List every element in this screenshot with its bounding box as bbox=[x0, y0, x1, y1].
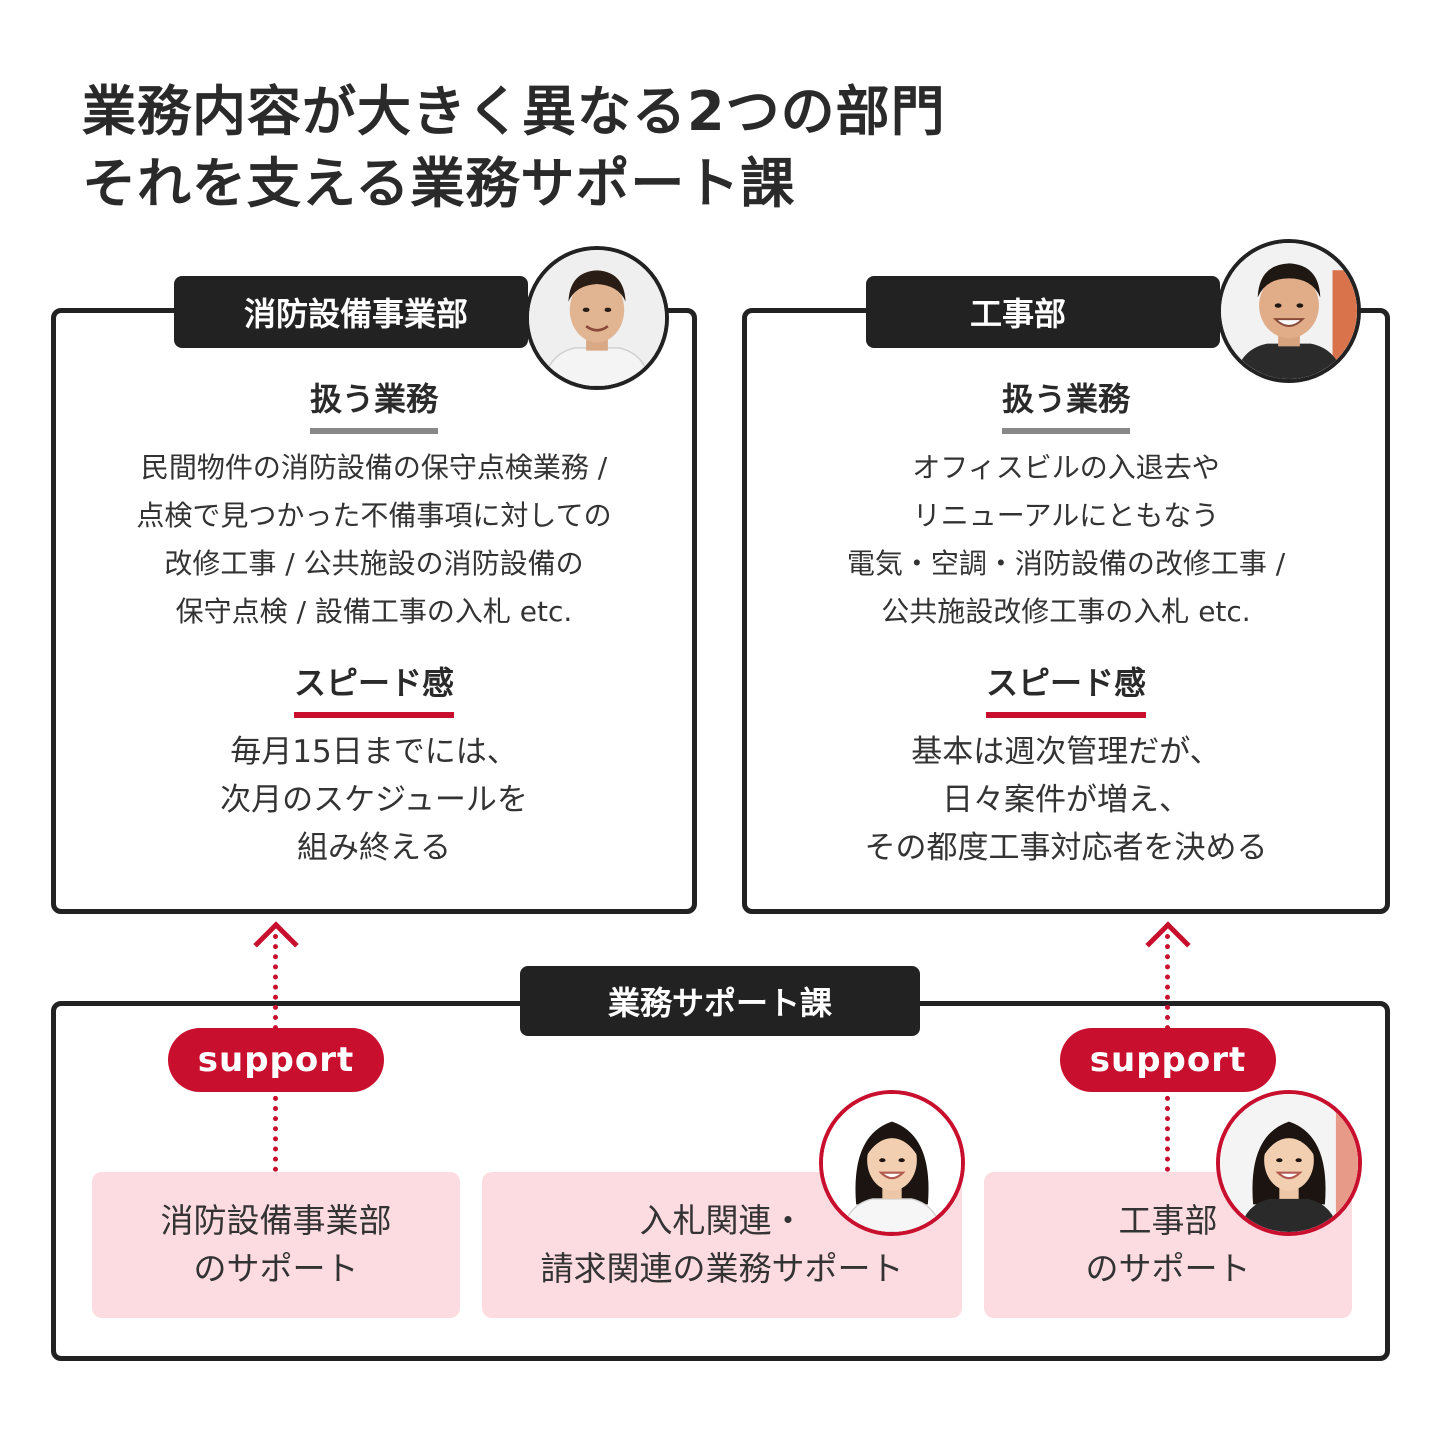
support-pill-right: support bbox=[1060, 1028, 1276, 1092]
woman-portrait-icon bbox=[819, 1090, 965, 1236]
construction-dept-label: 工事部 bbox=[866, 276, 1220, 348]
card-line: のサポート bbox=[1085, 1249, 1251, 1288]
man-portrait-icon bbox=[1217, 239, 1361, 383]
speed-heading: スピード感 bbox=[747, 658, 1385, 718]
woman-portrait-icon bbox=[1216, 1090, 1362, 1236]
tasks-text: 民間物件の消防設備の保守点検業務 / 点検で見つかった不備事項に対しての 改修工… bbox=[56, 444, 692, 636]
title-line-2: それを支える業務サポート課 bbox=[82, 152, 796, 215]
fire-equipment-dept-label: 消防設備事業部 bbox=[174, 276, 528, 348]
page-title: 業務内容が大きく異なる2つの部門 それを支える業務サポート課 bbox=[82, 76, 946, 220]
man-portrait-icon bbox=[525, 246, 669, 390]
construction-dept-box bbox=[742, 308, 1390, 914]
tasks-text: オフィスビルの入退去や リニューアルにともなう 電気・空調・消防設備の改修工事 … bbox=[747, 444, 1385, 636]
tasks-line: 改修工事 / 公共施設の消防設備の bbox=[164, 547, 584, 580]
speed-text: 毎月15日までには、 次月のスケジュールを 組み終える bbox=[56, 728, 692, 872]
card-line: 入札関連・ bbox=[639, 1201, 805, 1240]
speed-line: 組み終える bbox=[296, 830, 452, 866]
title-line-1: 業務内容が大きく異なる2つの部門 bbox=[82, 80, 946, 143]
tasks-line: 公共施設改修工事の入札 etc. bbox=[881, 595, 1251, 628]
card-line: 工事部 bbox=[1118, 1201, 1218, 1240]
speed-line: 次月のスケジュールを bbox=[220, 782, 528, 818]
tasks-line: リニューアルにともなう bbox=[912, 499, 1220, 532]
fire-equipment-dept-box bbox=[51, 308, 697, 914]
support-section-label: 業務サポート課 bbox=[520, 966, 920, 1036]
speed-text: 基本は週次管理だが、 日々案件が増え、 その都度工事対応者を決める bbox=[747, 728, 1385, 872]
support-pill-left: support bbox=[168, 1028, 384, 1092]
card-line: のサポート bbox=[193, 1249, 359, 1288]
tasks-line: 電気・空調・消防設備の改修工事 / bbox=[846, 547, 1286, 580]
tasks-line: 保守点検 / 設備工事の入札 etc. bbox=[175, 595, 573, 628]
tasks-heading: 扱う業務 bbox=[56, 374, 692, 434]
card-line: 消防設備事業部 bbox=[160, 1201, 392, 1240]
card-line: 請求関連の業務サポート bbox=[540, 1249, 904, 1288]
tasks-heading: 扱う業務 bbox=[747, 374, 1385, 434]
support-card-fire-equipment: 消防設備事業部 のサポート bbox=[92, 1172, 460, 1318]
tasks-line: 点検で見つかった不備事項に対しての bbox=[136, 499, 612, 532]
tasks-line: 民間物件の消防設備の保守点検業務 / bbox=[140, 451, 608, 484]
speed-line: 基本は週次管理だが、 bbox=[911, 734, 1221, 770]
speed-heading: スピード感 bbox=[56, 658, 692, 718]
speed-line: 毎月15日までには、 bbox=[230, 734, 518, 770]
support-card-construction: 工事部 のサポート bbox=[984, 1172, 1352, 1318]
speed-line: その都度工事対応者を決める bbox=[864, 830, 1268, 866]
speed-line: 日々案件が増え、 bbox=[942, 782, 1190, 818]
tasks-line: オフィスビルの入退去や bbox=[912, 451, 1220, 484]
